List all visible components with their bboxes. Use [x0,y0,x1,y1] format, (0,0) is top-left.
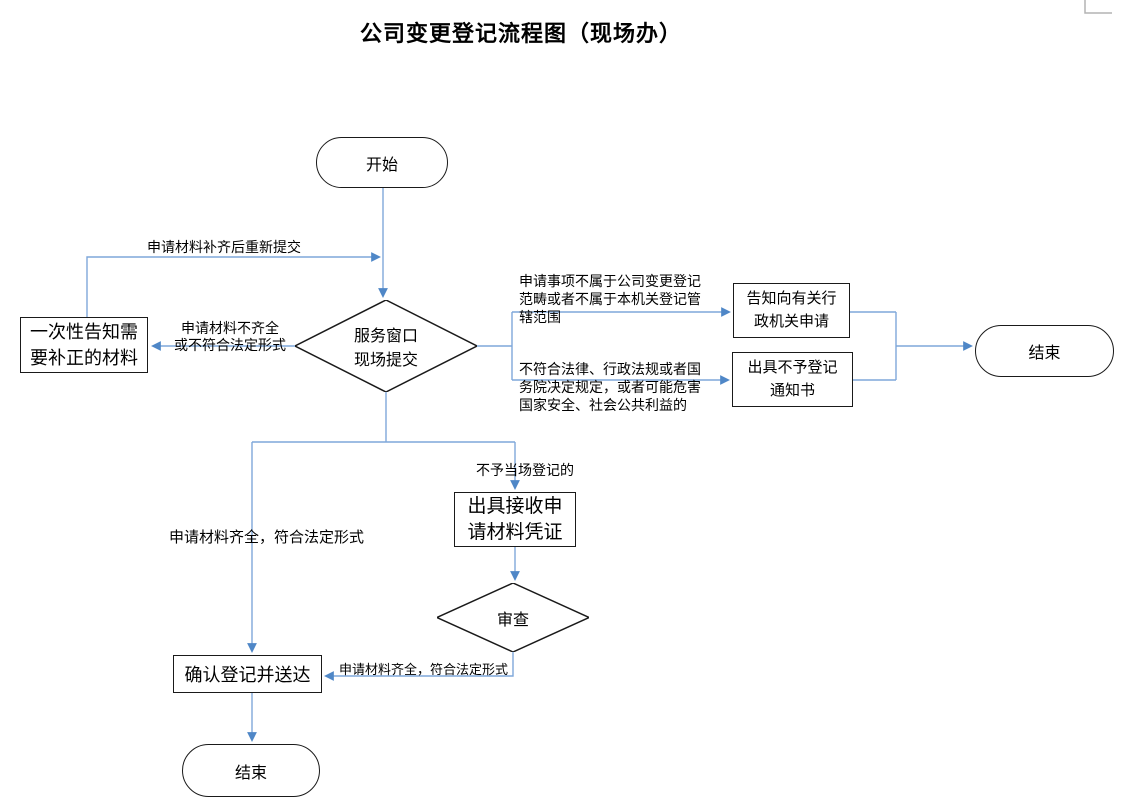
corner-mark [1084,0,1112,14]
edge-review-to-confirm [324,652,514,681]
node-receipt-line2: 请材料凭证 [467,521,563,543]
edge-window-down-split [252,392,515,443]
label-not-in-scope: 申请事项不属于公司变更登记 范畴或者不属于本机关登记管 辖范围 [519,275,701,326]
label-not-onsite: 不予当场登记的 [476,464,574,479]
node-start: 开始 [316,137,448,188]
node-confirm: 确认登记并送达 [173,655,322,693]
label-incomplete: 申请材料不齐全 或不符合法定形式 [174,322,286,354]
node-end-right: 结束 [975,325,1114,377]
node-onetime-line2: 要补正的材料 [30,348,138,368]
node-end-right-label: 结束 [1028,345,1061,362]
node-refuse-notice: 出具不予登记 通知书 [732,352,853,407]
node-inform-apply-line1: 告知向有关行 [746,290,837,307]
page-title: 公司变更登记流程图（现场办） [359,21,682,46]
node-confirm-label: 确认登记并送达 [184,665,311,685]
node-service-window: 服务窗口 现场提交 [295,300,477,392]
label-illegal: 不符合法律、行政法规或者国 务院决定规定，或者可能危害 国家安全、社会公共利益的 [519,363,701,414]
node-onetime-inform: 一次性告知需 要补正的材料 [20,317,148,373]
node-inform-apply: 告知向有关行 政机关申请 [733,283,850,338]
node-receipt-line1: 出具接收申 [467,495,563,517]
node-review: 审查 [437,583,589,652]
node-receipt: 出具接收申 请材料凭证 [454,492,576,547]
diamond-shape [437,583,589,652]
node-refuse-notice-line2: 通知书 [769,382,815,399]
label-complete-bottom: 申请材料齐全，符合法定形式 [339,662,509,677]
edge-window-right-split [477,312,513,380]
label-resubmit: 申请材料补齐后重新提交 [147,241,301,256]
node-end-bottom-label: 结束 [234,764,267,782]
node-start-label: 开始 [365,156,398,174]
diamond-shape [295,300,477,392]
label-complete-left: 申请材料齐全，符合法定形式 [169,530,365,546]
edge-resubmit-loop [86,252,381,317]
edge-right-merge [850,311,897,381]
node-refuse-notice-line1: 出具不予登记 [747,359,838,376]
node-review-label: 审查 [496,611,529,629]
node-inform-apply-line2: 政机关申请 [753,313,829,330]
node-onetime-line1: 一次性告知需 [30,322,138,342]
node-end-bottom: 结束 [182,744,320,797]
node-service-window-line1: 服务窗口 [353,328,418,345]
node-service-window-line2: 现场提交 [353,352,418,369]
